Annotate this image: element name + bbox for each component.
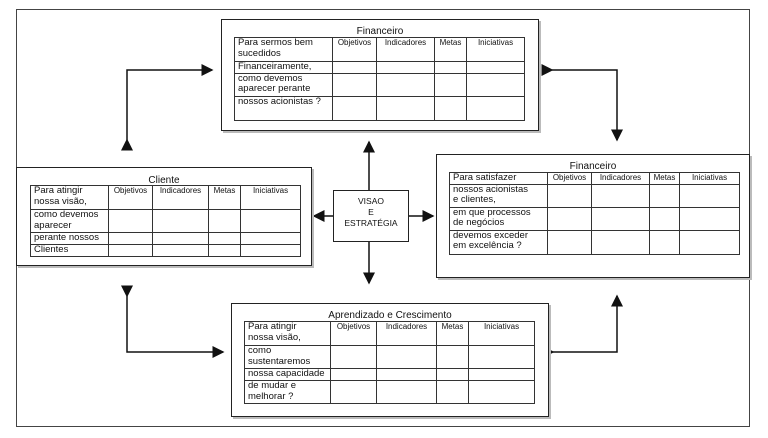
header-objetivos: Objetivos xyxy=(332,37,377,62)
header-iniciativas: Iniciativas xyxy=(240,185,301,210)
panel-financeiro-right: Financeiro Para satisfazer Objetivos Ind… xyxy=(436,154,750,278)
question-line: Para satisfazer xyxy=(449,172,548,185)
arrow-top-left xyxy=(121,64,214,151)
header-indicadores: Indicadores xyxy=(152,185,209,210)
vision-line: VISAO xyxy=(358,196,384,206)
panel-title: Financeiro xyxy=(356,26,404,37)
bsc-table: Para sermos bem sucedidos Objetivos Indi… xyxy=(234,37,525,121)
question-line: nossos acionistas ? xyxy=(234,95,333,121)
arrow-top-right xyxy=(541,64,623,142)
panel-financeiro-top: Financeiro Para sermos bem sucedidos Obj… xyxy=(221,19,539,131)
header-iniciativas: Iniciativas xyxy=(679,172,740,185)
panel-title: Financeiro xyxy=(569,161,617,172)
header-indicadores: Indicadores xyxy=(376,37,435,62)
header-metas: Metas xyxy=(436,321,469,346)
bsc-table: Para satisfazer Objetivos Indicadores Me… xyxy=(449,172,740,255)
header-metas: Metas xyxy=(649,172,680,185)
header-objetivos: Objetivos xyxy=(330,321,377,346)
header-objetivos: Objetivos xyxy=(547,172,592,185)
header-iniciativas: Iniciativas xyxy=(466,37,525,62)
header-metas: Metas xyxy=(208,185,241,210)
header-metas: Metas xyxy=(434,37,467,62)
header-iniciativas: Iniciativas xyxy=(468,321,535,346)
vision-line: ESTRATÉGIA xyxy=(344,218,398,228)
question-line: Financeiramente, xyxy=(234,61,333,74)
vision-strategy-box: VISAO E ESTRATÉGIA xyxy=(333,190,409,242)
header-indicadores: Indicadores xyxy=(591,172,650,185)
header-indicadores: Indicadores xyxy=(376,321,437,346)
vision-line: E xyxy=(368,207,374,217)
panel-title: Aprendizado e Crescimento xyxy=(328,310,452,321)
question-line: nossa capacidade xyxy=(244,368,331,381)
header-objetivos: Objetivos xyxy=(108,185,153,210)
question-line: Clientes xyxy=(30,244,109,257)
arrow-bottom-left xyxy=(121,285,225,358)
question-line: Para sermos bem sucedidos xyxy=(234,37,333,62)
arrow-bottom-right xyxy=(542,294,623,358)
question-line: perante nossos xyxy=(30,232,109,245)
panel-title: Cliente xyxy=(148,175,180,186)
